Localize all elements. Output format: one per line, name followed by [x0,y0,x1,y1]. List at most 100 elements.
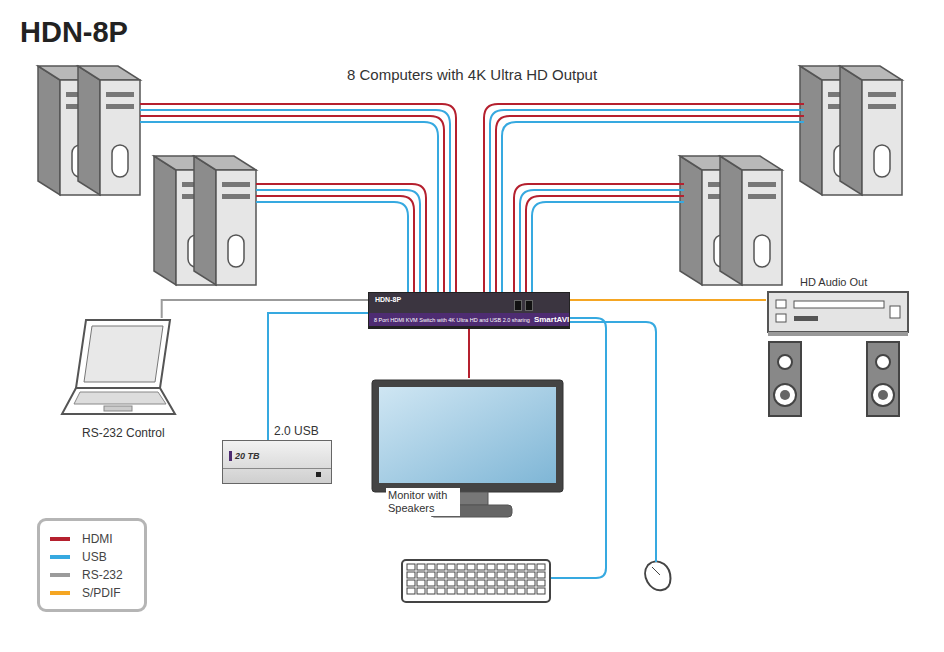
tower-side [840,66,862,195]
key [497,572,505,578]
legend-row: S/PDIF [50,584,134,602]
key [417,572,425,578]
hdmi-usb-cable [256,190,420,292]
key [447,588,455,594]
switch-name-strip: 8 Port HDMI KVM Switch with 4K Ultra HD … [369,313,569,326]
hdmi-usb-cable [490,110,804,292]
diagram-title: HDN-8P [20,16,128,49]
computer-cables [140,104,804,292]
legend-swatch [50,573,70,577]
key [407,588,415,594]
drive-bay [222,194,250,199]
key [517,580,525,586]
brand-logo-text: SmartAVI [534,315,569,324]
key [437,564,445,570]
hdmi-usb-cable [496,116,804,292]
edge-label: 2.0 USB [272,424,321,438]
key [477,580,485,586]
key [507,572,515,578]
computer-towers [38,66,902,285]
device-model-label: HDN-8P [375,296,401,303]
cable-line [468,327,470,378]
key [447,564,455,570]
key [447,572,455,578]
key [497,588,505,594]
tower-front [216,170,256,285]
key [517,572,525,578]
drive-led [316,472,321,477]
computer-tower [680,156,742,285]
drive-bay [748,194,776,199]
key [457,572,465,578]
tower-top [194,156,256,170]
drive-bay [868,92,896,97]
key [417,588,425,594]
computer-tower [78,66,140,195]
key [477,564,485,570]
hdmi-usb-cable [520,190,684,292]
tower-top [78,66,140,80]
tower-side [720,156,742,285]
drive-bay [222,182,250,187]
connector [162,300,368,318]
cable-line [570,299,766,301]
key [507,580,515,586]
power-button [874,145,890,177]
key [407,564,415,570]
key [447,580,455,586]
key [527,564,535,570]
front-buttons [514,300,533,311]
legend-swatch [50,555,70,559]
key [417,564,425,570]
connector [469,327,470,378]
key [537,572,545,578]
key [427,572,435,578]
drive-bay [106,104,134,109]
legend-text: RS-232 [82,568,123,582]
hdmi-usb-cable [140,104,456,292]
key [537,580,545,586]
device-label: Monitor with Speakers [386,488,460,516]
key [527,580,535,586]
legend-text: HDMI [82,532,113,546]
key [427,588,435,594]
key [407,580,415,586]
legend-row: RS-232 [50,566,134,584]
key [437,588,445,594]
hdmi-usb-cable [502,122,804,292]
key [487,572,495,578]
hdmi-usb-cable [256,196,414,292]
tower-side [194,156,216,285]
key [477,588,485,594]
hdmi-usb-cable [514,184,684,292]
drive-bay [868,104,896,109]
cable-line [162,300,368,318]
key [537,564,545,570]
tower-top [720,156,782,170]
key [507,564,515,570]
key [437,580,445,586]
switch-front-top: HDN-8P [369,293,569,313]
figure-caption-label: 8 Computers with 4K Ultra HD Output [0,66,944,83]
key [407,572,415,578]
device-description: 8 Port HDMI KVM Switch with 4K Ultra HD … [374,317,530,323]
key [497,564,505,570]
key [467,588,475,594]
computer-tower [38,66,100,195]
capacity-label: 20 TB [229,451,260,461]
key [477,572,485,578]
audio-receiver [768,292,908,336]
key [457,580,465,586]
key [467,580,475,586]
key [467,564,475,570]
hdmi-usb-cable [256,184,426,292]
key [527,572,535,578]
power-button [754,235,770,267]
legend-swatch [50,591,70,595]
legend-text: USB [82,550,107,564]
hard-drive: 20 TB [222,440,332,484]
key [427,564,435,570]
hdmi-usb-cable [140,110,450,292]
tower-side [800,66,822,195]
connector [570,300,766,301]
